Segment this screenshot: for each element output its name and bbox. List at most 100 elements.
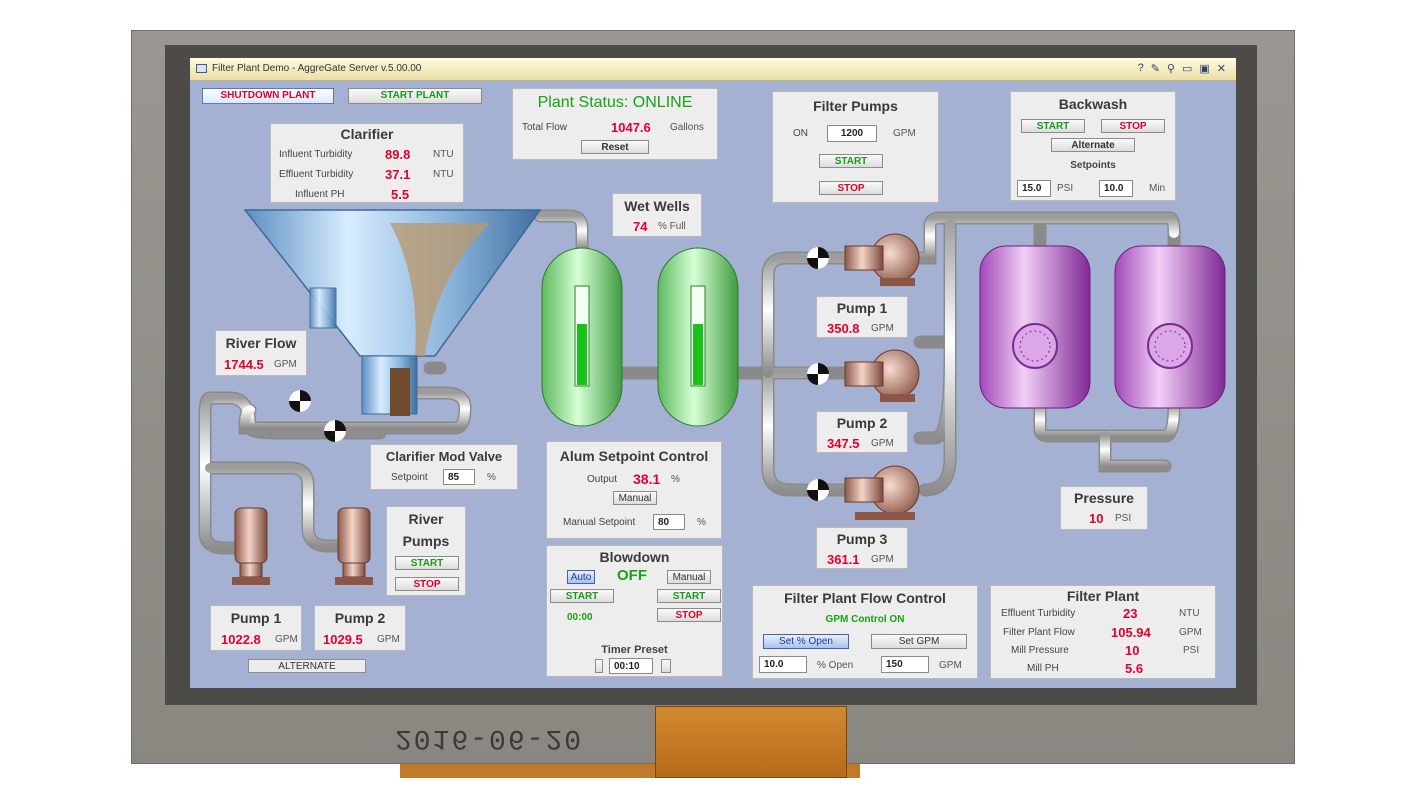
edit-icon[interactable]: ✎ bbox=[1150, 63, 1160, 75]
blowdown-start-button-right[interactable]: START bbox=[657, 589, 721, 603]
river-pump-2-unit: GPM bbox=[377, 634, 400, 645]
filter-pump-3-title: Pump 3 bbox=[836, 531, 888, 547]
clarifier-row-unit: NTU bbox=[433, 149, 454, 160]
backwash-min-input[interactable]: 10.0 bbox=[1099, 180, 1133, 197]
clarifier-row-label: Influent PH bbox=[295, 189, 345, 200]
backwash-psi-input[interactable]: 15.0 bbox=[1017, 180, 1051, 197]
clarifier-valve-unit: % bbox=[487, 472, 496, 483]
blowdown-auto-button[interactable]: Auto bbox=[567, 570, 595, 584]
blowdown-start-button-left[interactable]: START bbox=[550, 589, 614, 603]
help-icon[interactable]: ? bbox=[1137, 62, 1144, 74]
flex-cable bbox=[655, 706, 847, 778]
valve-icons bbox=[289, 247, 829, 501]
timer-decrement-button[interactable] bbox=[595, 659, 603, 673]
restore-icon[interactable]: ▭ bbox=[1181, 63, 1193, 75]
window-icon bbox=[196, 64, 207, 73]
total-flow-unit: Gallons bbox=[670, 122, 704, 133]
clarifier-valve-setpoint-input[interactable]: 85 bbox=[443, 469, 475, 485]
filter-pump-2-title: Pump 2 bbox=[836, 415, 888, 431]
clarifier-row-value: 37.1 bbox=[385, 167, 411, 182]
filter-pump-3-value: 361.1 bbox=[827, 552, 860, 567]
clarifier-row-unit: NTU bbox=[433, 169, 454, 180]
river-pump-2-panel: Pump 2 1029.5 GPM bbox=[314, 605, 406, 651]
filter-plant-panel: Filter Plant Effluent Turbidity 23 NTU F… bbox=[990, 585, 1216, 679]
alum-title: Alum Setpoint Control bbox=[559, 448, 709, 464]
alum-manual-setpoint-label: Manual Setpoint bbox=[563, 517, 636, 528]
set-percent-open-button[interactable]: Set % Open bbox=[763, 634, 849, 649]
backwash-psi-unit: PSI bbox=[1057, 183, 1074, 194]
set-gpm-button[interactable]: Set GPM bbox=[871, 634, 967, 649]
river-pump-1-graphic bbox=[232, 507, 270, 585]
clarifier-panel: Clarifier Influent Turbidity 89.8 NTU Ef… bbox=[270, 123, 464, 203]
clarifier-title: Clarifier bbox=[340, 126, 394, 142]
percent-open-input[interactable]: 10.0 bbox=[759, 656, 807, 673]
filter-pumps-stop-button[interactable]: STOP bbox=[819, 181, 883, 195]
filter-pump-1-panel: Pump 1 350.8 GPM bbox=[816, 296, 908, 338]
backwash-panel: Backwash START STOP Alternate Setpoints … bbox=[1010, 91, 1176, 201]
filter-pump-1-unit: GPM bbox=[871, 323, 894, 334]
filter-pump-1-value: 350.8 bbox=[827, 321, 860, 336]
filter-pump-2-value: 347.5 bbox=[827, 436, 860, 451]
filter-pumps-setpoint-input[interactable]: 1200 bbox=[827, 125, 877, 142]
blowdown-manual-button[interactable]: Manual bbox=[667, 570, 711, 584]
filter-pumps-title: Filter Pumps bbox=[813, 98, 898, 114]
river-flow-panel: River Flow 1744.5 GPM bbox=[215, 330, 307, 376]
gpm-setpoint-unit: GPM bbox=[939, 660, 962, 671]
clarifier-row-value: 5.5 bbox=[391, 187, 410, 202]
maximize-icon[interactable]: ▣ bbox=[1199, 63, 1210, 75]
wet-wells-unit: % Full bbox=[658, 221, 686, 232]
alum-setpoint-panel: Alum Setpoint Control Output 38.1 % Manu… bbox=[546, 441, 722, 539]
alum-manual-setpoint-input[interactable]: 80 bbox=[653, 514, 685, 530]
process-diagram bbox=[198, 209, 1226, 585]
alum-output-unit: % bbox=[671, 474, 680, 485]
river-pump-1-value: 1022.8 bbox=[221, 632, 261, 647]
filter-plant-row-value: 105.94 bbox=[1111, 625, 1151, 640]
alternate-button[interactable]: ALTERNATE bbox=[248, 659, 366, 673]
backwash-min-unit: Min bbox=[1149, 183, 1166, 194]
river-pump-2-title: Pump 2 bbox=[334, 610, 386, 626]
timer-preset-input[interactable]: 00:10 bbox=[609, 658, 653, 674]
timer-preset-label: Timer Preset bbox=[601, 644, 668, 656]
find-icon[interactable]: ⚲ bbox=[1166, 63, 1175, 75]
backwash-title: Backwash bbox=[1058, 96, 1128, 112]
filter-plant-row-value: 5.6 bbox=[1125, 661, 1144, 676]
flow-control-mode: GPM Control ON bbox=[825, 614, 905, 625]
start-plant-button[interactable]: START PLANT bbox=[348, 88, 482, 104]
alum-manual-button[interactable]: Manual bbox=[613, 491, 657, 505]
clarifier-row-label: Influent Turbidity bbox=[279, 149, 353, 160]
alum-output-label: Output bbox=[587, 474, 618, 485]
filter-pump-2-panel: Pump 2 347.5 GPM bbox=[816, 411, 908, 453]
backwash-start-button[interactable]: START bbox=[1021, 119, 1085, 133]
filter-plant-row-label: Effluent Turbidity bbox=[1001, 608, 1076, 619]
clarifier-valve-setpoint-label: Setpoint bbox=[391, 472, 428, 483]
wet-well-1 bbox=[541, 247, 623, 427]
shutdown-plant-button[interactable]: SHUTDOWN PLANT bbox=[202, 88, 334, 104]
timer-increment-button[interactable] bbox=[661, 659, 671, 673]
clarifier-mod-valve-panel: Clarifier Mod Valve Setpoint 85 % bbox=[370, 444, 518, 490]
clarifier-row-value: 89.8 bbox=[385, 147, 411, 162]
filter-pumps-panel: Filter Pumps ON 1200 GPM START STOP bbox=[772, 91, 939, 203]
blowdown-panel: Blowdown Auto OFF Manual START START 00:… bbox=[546, 545, 723, 677]
clarifier-funnel bbox=[243, 209, 542, 416]
alum-manual-setpoint-unit: % bbox=[697, 517, 706, 528]
river-pumps-stop-button[interactable]: STOP bbox=[395, 577, 459, 591]
river-flow-unit: GPM bbox=[274, 359, 297, 370]
window-title: Filter Plant Demo - AggreGate Server v.5… bbox=[212, 63, 422, 74]
pressure-unit: PSI bbox=[1115, 513, 1132, 524]
window-titlebar: Filter Plant Demo - AggreGate Server v.5… bbox=[190, 58, 1236, 81]
alum-output-value: 38.1 bbox=[633, 471, 661, 487]
filter-pump-3-panel: Pump 3 361.1 GPM bbox=[816, 527, 908, 569]
river-pumps-start-button[interactable]: START bbox=[395, 556, 459, 570]
reset-button[interactable]: Reset bbox=[581, 140, 649, 154]
close-icon[interactable]: ✕ bbox=[1216, 63, 1226, 75]
filter-pump-1-title: Pump 1 bbox=[836, 300, 888, 316]
clarifier-row-label: Effluent Turbidity bbox=[279, 169, 354, 180]
gpm-setpoint-input[interactable]: 150 bbox=[881, 656, 929, 673]
backwash-alternate-button[interactable]: Alternate bbox=[1051, 138, 1135, 152]
filter-plant-title: Filter Plant bbox=[1066, 588, 1140, 604]
filter-pumps-start-button[interactable]: START bbox=[819, 154, 883, 168]
filter-plant-row-value: 10 bbox=[1125, 643, 1140, 658]
river-pumps-panel: River Pumps START STOP bbox=[386, 506, 466, 596]
blowdown-stop-button[interactable]: STOP bbox=[657, 608, 721, 622]
backwash-stop-button[interactable]: STOP bbox=[1101, 119, 1165, 133]
